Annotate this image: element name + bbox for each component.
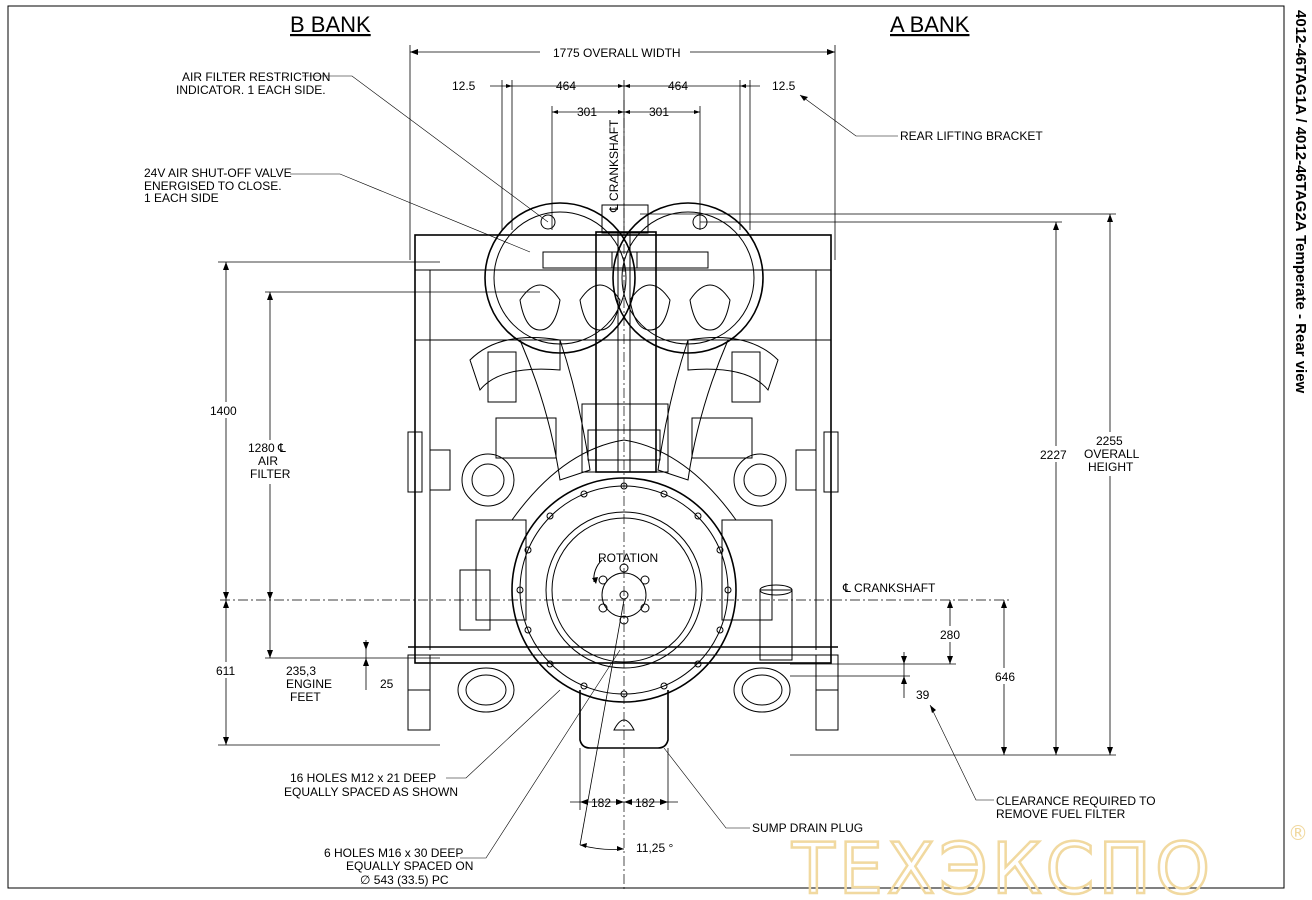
svg-text:611: 611 [216, 664, 235, 678]
callout-shutoff-valve: 24V AIR SHUT-OFF VALVE ENERGISED TO CLOS… [144, 166, 531, 253]
crankshaft-horizontal-label: ℄ CRANKSHAFT [842, 581, 936, 595]
rotation-label: ROTATION [598, 551, 658, 565]
svg-text:235,3: 235,3 [286, 664, 316, 678]
a-bank-label: A BANK [890, 12, 970, 37]
watermark-logo: ТЕХЭКСПО [791, 828, 1214, 900]
svg-text:182: 182 [635, 796, 655, 810]
svg-text:AIR: AIR [258, 454, 278, 468]
callout-fuel-filter-clearance: CLEARANCE REQUIRED TO REMOVE FUEL FILTER [929, 704, 1156, 821]
svg-text:1280 ℄: 1280 ℄ [248, 441, 286, 455]
overall-width-dimension: 1775 OVERALL WIDTH [409, 44, 836, 260]
svg-text:∅ 543 (33.5) PC: ∅ 543 (33.5) PC [360, 873, 449, 887]
svg-text:464: 464 [556, 79, 576, 93]
bottom-dimensions: 182 182 11,25 ° [570, 599, 678, 855]
svg-text:REMOVE FUEL FILTER: REMOVE FUEL FILTER [996, 807, 1126, 821]
svg-text:25: 25 [380, 677, 394, 691]
svg-text:16 HOLES M12 x 21 DEEP: 16 HOLES M12 x 21 DEEP [290, 771, 436, 785]
crankshaft-vertical-label: ℄ CRANKSHAFT [607, 119, 621, 213]
housing-holes [516, 482, 732, 698]
callout-rear-lifting-bracket: REAR LIFTING BRACKET [799, 94, 1043, 143]
svg-text:ENERGISED TO CLOSE.: ENERGISED TO CLOSE. [144, 179, 282, 193]
svg-text:OVERALL: OVERALL [1084, 447, 1140, 461]
svg-text:24V AIR SHUT-OFF VALVE: 24V AIR SHUT-OFF VALVE [144, 166, 292, 180]
svg-text:HEIGHT: HEIGHT [1088, 460, 1134, 474]
drawing-frame [7, 5, 1285, 889]
svg-text:301: 301 [577, 105, 597, 119]
svg-text:464: 464 [668, 79, 688, 93]
svg-text:AIR FILTER RESTRICTION: AIR FILTER RESTRICTION [182, 70, 330, 84]
svg-text:301: 301 [649, 105, 669, 119]
svg-text:CLEARANCE REQUIRED TO: CLEARANCE REQUIRED TO [996, 794, 1156, 808]
svg-text:REAR LIFTING BRACKET: REAR LIFTING BRACKET [900, 129, 1043, 143]
air-filter-spacing-dimension: 301 301 [551, 105, 701, 230]
left-height-dimensions: 1400 611 1280 ℄ AIR FILTER 235,3 ENGINE … [205, 261, 540, 746]
svg-text:1775 OVERALL WIDTH: 1775 OVERALL WIDTH [553, 46, 681, 60]
svg-text:646: 646 [995, 670, 1015, 684]
svg-text:FILTER: FILTER [250, 467, 291, 481]
svg-text:FEET: FEET [290, 690, 321, 704]
engine-body [407, 202, 839, 749]
b-bank-label: B BANK [290, 12, 371, 37]
svg-text:39: 39 [916, 688, 930, 702]
pcd-holes [598, 563, 650, 625]
svg-text:12.5: 12.5 [772, 79, 796, 93]
callout-holes-m12: 16 HOLES M12 x 21 DEEP EQUALLY SPACED AS… [284, 689, 561, 799]
svg-text:1400: 1400 [210, 404, 237, 418]
right-height-dimensions: 2227 2255 OVERALL HEIGHT 646 280 39 [640, 213, 1144, 756]
drawing-title: 4012-46TAG1A / 4012-46TAG2A Temperate - … [1292, 10, 1309, 394]
svg-text:182: 182 [591, 796, 611, 810]
svg-text:6 HOLES M16 x 30 DEEP: 6 HOLES M16 x 30 DEEP [324, 846, 463, 860]
svg-text:ENGINE: ENGINE [286, 677, 332, 691]
svg-text:11,25 °: 11,25 ° [636, 841, 673, 855]
svg-text:2227: 2227 [1040, 448, 1067, 462]
watermark-registered-mark: ® [1288, 821, 1308, 845]
svg-text:280: 280 [940, 628, 960, 642]
svg-text:2255: 2255 [1096, 434, 1123, 448]
callout-sump-drain-plug: SUMP DRAIN PLUG [663, 747, 863, 835]
svg-text:SUMP DRAIN PLUG: SUMP DRAIN PLUG [752, 821, 863, 835]
svg-text:EQUALLY SPACED AS SHOWN: EQUALLY SPACED AS SHOWN [284, 785, 458, 799]
callout-air-filter-restriction: AIR FILTER RESTRICTION INDICATOR. 1 EACH… [176, 70, 549, 223]
svg-text:INDICATOR. 1 EACH SIDE.: INDICATOR. 1 EACH SIDE. [176, 83, 326, 97]
callout-holes-m16: 6 HOLES M16 x 30 DEEP EQUALLY SPACED ON … [324, 649, 621, 887]
svg-text:12.5: 12.5 [452, 79, 476, 93]
svg-text:EQUALLY SPACED ON: EQUALLY SPACED ON [346, 859, 473, 873]
svg-text:1 EACH SIDE: 1 EACH SIDE [144, 191, 219, 205]
